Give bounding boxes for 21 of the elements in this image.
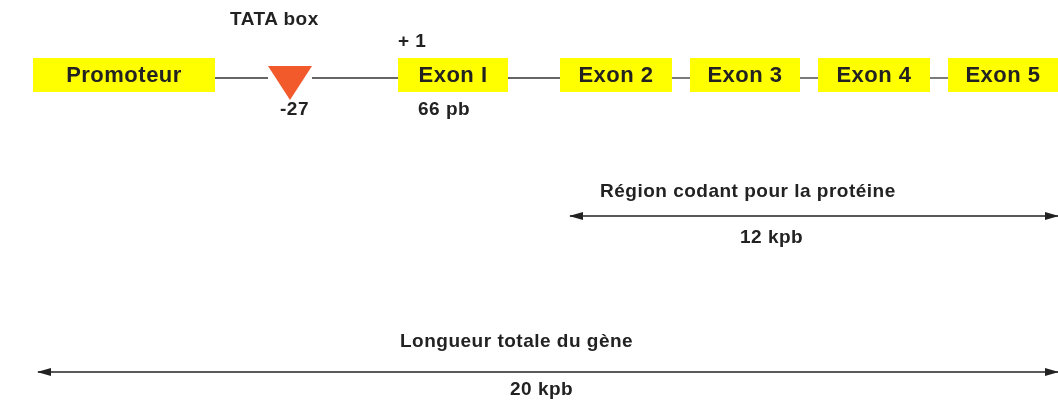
connector-line: [507, 77, 561, 79]
exon-box: Exon 2: [560, 58, 672, 92]
exon-box: Exon 5: [948, 58, 1058, 92]
connector-line: [799, 77, 819, 79]
position-label: + 1: [398, 30, 427, 52]
region-label: Région codant pour la protéine: [600, 180, 896, 202]
connector-line: [214, 77, 269, 79]
exon-box: Exon I: [398, 58, 508, 92]
connector-line: [671, 77, 691, 79]
region-label: Longueur totale du gène: [400, 330, 634, 352]
tata-box-label: TATA box: [230, 8, 319, 30]
promoter-box: Promoteur: [33, 58, 215, 92]
position-label: -27: [280, 98, 309, 120]
connector-line: [929, 77, 949, 79]
triangle-marker: [268, 66, 312, 100]
length-label: 20 kpb: [510, 378, 574, 400]
connector-line: [311, 77, 399, 79]
exon-box: Exon 4: [818, 58, 930, 92]
exon-box: Exon 3: [690, 58, 800, 92]
length-label: 12 kpb: [740, 226, 804, 248]
length-label: 66 pb: [418, 98, 471, 120]
